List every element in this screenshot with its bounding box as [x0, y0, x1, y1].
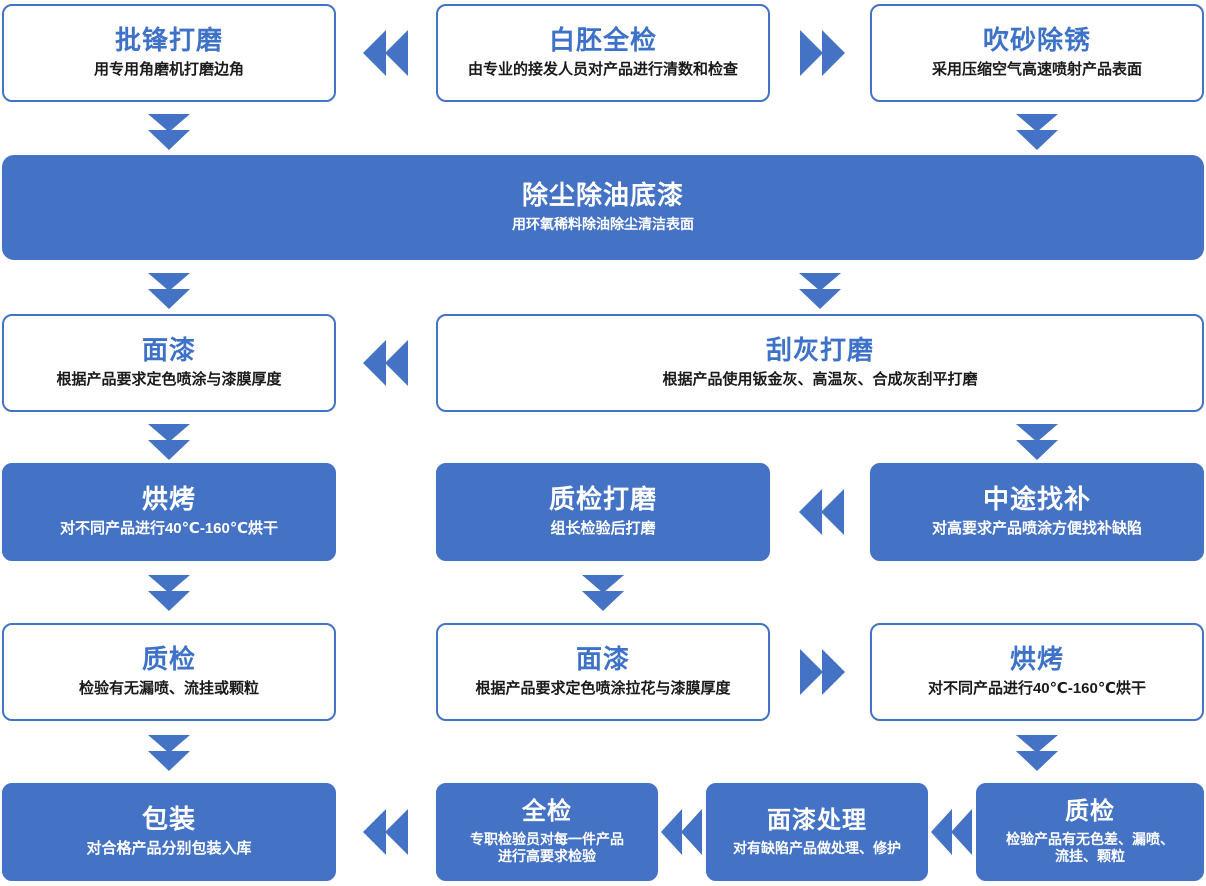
node-title: 面漆处理: [767, 806, 867, 834]
node-title: 面漆: [141, 335, 196, 366]
double-chevron-down-icon: [148, 424, 190, 460]
node-zhijian-2[interactable]: 质检 检验产品有无色差、漏喷、 流挂、颗粒: [976, 783, 1204, 881]
double-chevron-left-icon: [363, 30, 408, 76]
connector-a9: [1014, 422, 1060, 462]
connector-a4: [1014, 112, 1060, 152]
connector-a11: [146, 573, 192, 613]
node-desc: 对高要求产品喷涂方便找补缺陷: [931, 520, 1142, 538]
node-baipi-quanjian[interactable]: 白胚全检 由专业的接发人员对产品进行清数和检查: [436, 4, 770, 102]
node-title: 刮灰打磨: [765, 335, 874, 366]
connector-a3: [146, 112, 192, 152]
node-chuchen-chuyou-diqi[interactable]: 除尘除油底漆 用环氧稀料除油除尘清洁表面: [2, 155, 1204, 260]
double-chevron-down-icon: [1016, 424, 1058, 460]
node-desc: 采用压缩空气高速喷射产品表面: [931, 61, 1142, 79]
node-desc: 根据产品要求定色喷涂拉花与漆膜厚度: [475, 680, 731, 698]
node-baozhuang[interactable]: 包装 对合格产品分别包装入库: [2, 783, 336, 881]
double-chevron-left-icon: [363, 809, 408, 855]
double-chevron-left-icon: [661, 809, 702, 855]
node-guahui-damo[interactable]: 刮灰打磨 根据产品使用钣金灰、高温灰、合成灰刮平打磨: [436, 314, 1204, 412]
node-title: 吹砂除锈: [982, 25, 1091, 56]
node-quanjian[interactable]: 全检 专职检验员对每一件产品 进行高要求检验: [436, 783, 658, 881]
node-hongkao-2[interactable]: 烘烤 对不同产品进行40℃-160℃烘干: [870, 623, 1204, 721]
double-chevron-down-icon: [1016, 114, 1058, 150]
node-desc: 用专用角磨机打磨边角: [93, 61, 244, 79]
double-chevron-right-icon: [800, 649, 845, 695]
double-chevron-down-icon: [799, 273, 841, 309]
connector-a1: [362, 28, 410, 78]
node-desc: 对合格产品分别包装入库: [86, 840, 252, 858]
node-desc: 由专业的接发人员对产品进行清数和检查: [467, 61, 738, 79]
double-chevron-down-icon: [148, 575, 190, 611]
connector-a18: [362, 807, 410, 857]
double-chevron-down-icon: [582, 575, 624, 611]
node-desc: 根据产品要求定色喷涂与漆膜厚度: [56, 371, 282, 389]
node-zhijian-damo[interactable]: 质检打磨 组长检验后打磨: [436, 463, 770, 561]
node-title: 面漆: [575, 644, 630, 675]
node-title: 质检: [1065, 798, 1115, 826]
connector-a16: [930, 807, 974, 857]
node-desc: 对不同产品进行40℃-160℃烘干: [927, 680, 1147, 698]
connector-a13: [798, 647, 846, 697]
node-desc: 对有缺陷产品做处理、修护: [733, 839, 901, 856]
node-desc: 检验有无漏喷、流挂或颗粒: [78, 680, 259, 698]
node-title: 批锋打磨: [114, 25, 223, 56]
node-title: 除尘除油底漆: [521, 180, 684, 211]
node-title: 中途找补: [982, 484, 1091, 515]
connector-a8: [146, 422, 192, 462]
connector-a17: [660, 807, 704, 857]
node-title: 包装: [141, 804, 196, 835]
node-desc-line2: 流挂、颗粒: [1055, 848, 1125, 865]
double-chevron-down-icon: [148, 735, 190, 771]
node-mianqi-1[interactable]: 面漆 根据产品要求定色喷涂与漆膜厚度: [2, 314, 336, 412]
node-desc: 对不同产品进行40℃-160℃烘干: [59, 520, 279, 538]
node-title: 质检打磨: [548, 484, 657, 515]
node-zhongtu-zhaobu[interactable]: 中途找补 对高要求产品喷涂方便找补缺陷: [870, 463, 1204, 561]
node-desc-line1: 专职检验员对每一件产品: [470, 830, 624, 847]
node-pifeng-damo[interactable]: 批锋打磨 用专用角磨机打磨边角: [2, 4, 336, 102]
double-chevron-left-icon: [931, 809, 972, 855]
connector-a14: [146, 733, 192, 773]
node-title: 质检: [141, 644, 196, 675]
connector-a15: [1014, 733, 1060, 773]
connector-a2: [798, 28, 846, 78]
node-desc-line2: 进行高要求检验: [498, 848, 596, 865]
node-title: 烘烤: [1009, 644, 1064, 675]
node-hongkao-1[interactable]: 烘烤 对不同产品进行40℃-160℃烘干: [2, 463, 336, 561]
node-title: 白胚全检: [548, 25, 657, 56]
connector-a7: [362, 338, 410, 388]
node-desc: 组长检验后打磨: [550, 520, 656, 538]
node-mianqi-chuli[interactable]: 面漆处理 对有缺陷产品做处理、修护: [706, 783, 928, 881]
connector-a12: [580, 573, 626, 613]
node-title: 全检: [522, 798, 572, 826]
node-desc: 用环氧稀料除油除尘清洁表面: [512, 216, 694, 233]
double-chevron-left-icon: [363, 340, 408, 386]
double-chevron-down-icon: [1016, 735, 1058, 771]
node-desc-line1: 检验产品有无色差、漏喷、: [1006, 830, 1174, 847]
node-mianqi-2[interactable]: 面漆 根据产品要求定色喷涂拉花与漆膜厚度: [436, 623, 770, 721]
connector-a6: [797, 271, 843, 311]
connector-a10: [798, 487, 846, 537]
double-chevron-down-icon: [148, 114, 190, 150]
double-chevron-right-icon: [800, 30, 845, 76]
double-chevron-down-icon: [148, 273, 190, 309]
connector-a5: [146, 271, 192, 311]
node-zhijian-1[interactable]: 质检 检验有无漏喷、流挂或颗粒: [2, 623, 336, 721]
node-desc: 根据产品使用钣金灰、高温灰、合成灰刮平打磨: [662, 371, 978, 389]
node-title: 烘烤: [141, 484, 196, 515]
node-chuisha-chuxiu[interactable]: 吹砂除锈 采用压缩空气高速喷射产品表面: [870, 4, 1204, 102]
double-chevron-left-icon: [799, 489, 844, 535]
